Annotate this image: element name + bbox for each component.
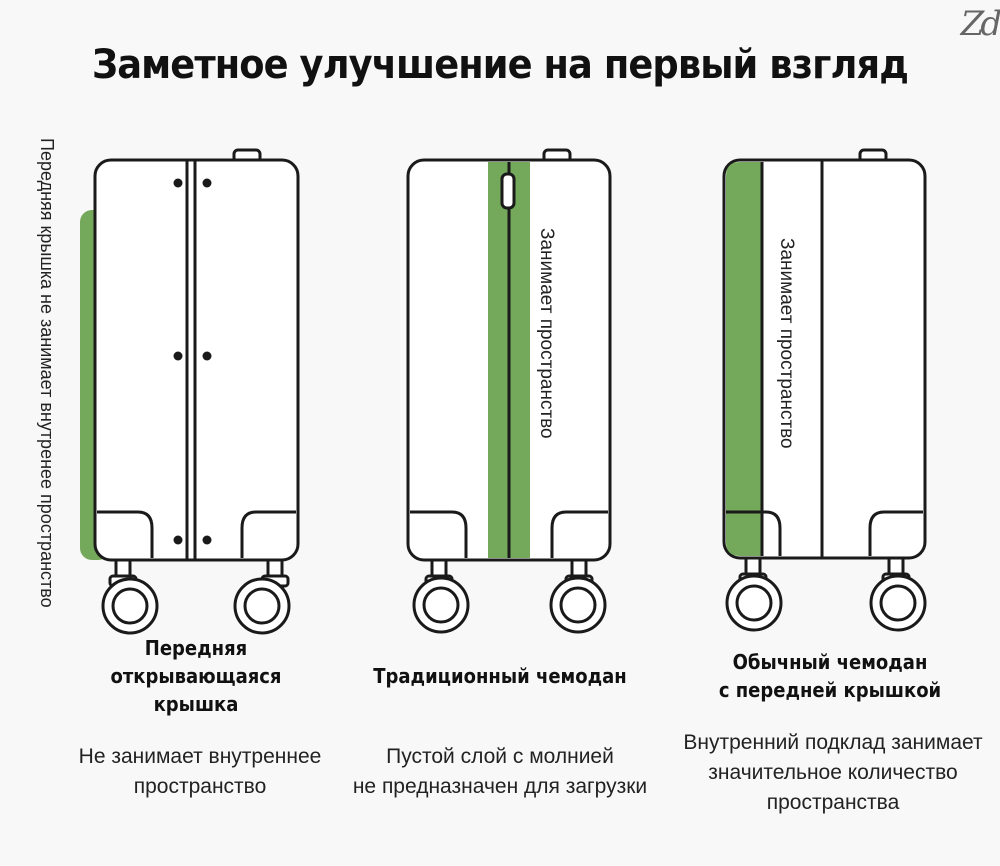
inner-lining: [726, 162, 762, 556]
side-label: Передняя крышка не занимает внутренее пр…: [37, 138, 57, 608]
suitcase-body: [722, 158, 927, 560]
description-front-opening: Не занимает внутреннее пространство: [78, 745, 322, 798]
description-traditional: Пустой слой с молнией не предназначен дл…: [352, 745, 648, 798]
heading-front-opening: Передняя открывающаяся крышка: [110, 636, 282, 716]
suitcase-front-opening: [80, 148, 300, 635]
suitcase-traditional: [406, 148, 612, 634]
heading-ordinary: Обычный чемодан с передней крышкой: [718, 650, 942, 702]
inner-label-ordinary: Занимает пространство: [776, 238, 797, 449]
brand-logo: Zd: [960, 4, 1000, 44]
page-title: Заметное улучшение на первый взгляд: [91, 42, 909, 88]
wheels: [101, 558, 291, 635]
suitcase-ordinary-front-lid: [722, 148, 927, 632]
hinge-dots: [173, 178, 212, 545]
wheels: [725, 556, 927, 632]
inner-label-traditional: Занимает пространство: [536, 228, 557, 439]
heading-traditional: Традиционный чемодан: [373, 664, 627, 688]
description-ordinary: Внутренний подклад занимает значительное…: [683, 731, 983, 814]
zipper-pull-icon: [500, 172, 516, 210]
wheels: [412, 558, 607, 634]
